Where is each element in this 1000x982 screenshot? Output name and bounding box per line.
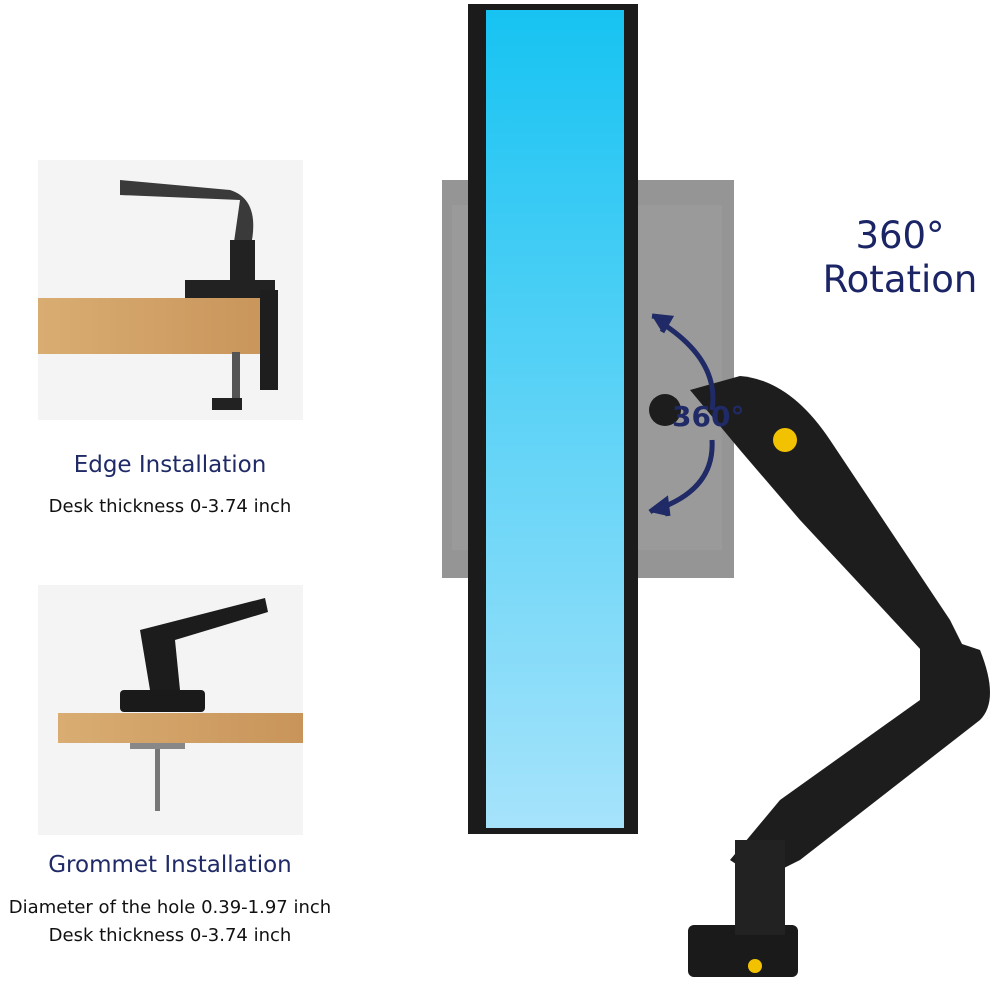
headline-line1: 360° <box>855 214 945 257</box>
rotation-arrow-icon <box>648 313 716 517</box>
edge-detail: Desk thickness 0-3.74 inch <box>48 496 292 517</box>
grommet-detail-thickness: Desk thickness 0-3.74 inch <box>48 925 292 946</box>
edge-install-photo <box>38 160 303 420</box>
rotation-badge: 360° <box>672 400 745 433</box>
headline: 360° Rotation <box>815 214 985 302</box>
grommet-title: Grommet Installation <box>48 852 292 878</box>
edge-title: Edge Installation <box>73 452 267 478</box>
monitor-arm <box>649 376 990 977</box>
grommet-install-photo <box>38 585 303 835</box>
grommet-detail-hole: Diameter of the hole 0.39-1.97 inch <box>8 897 332 918</box>
headline-line2: Rotation <box>822 258 978 301</box>
monitor <box>468 4 638 834</box>
